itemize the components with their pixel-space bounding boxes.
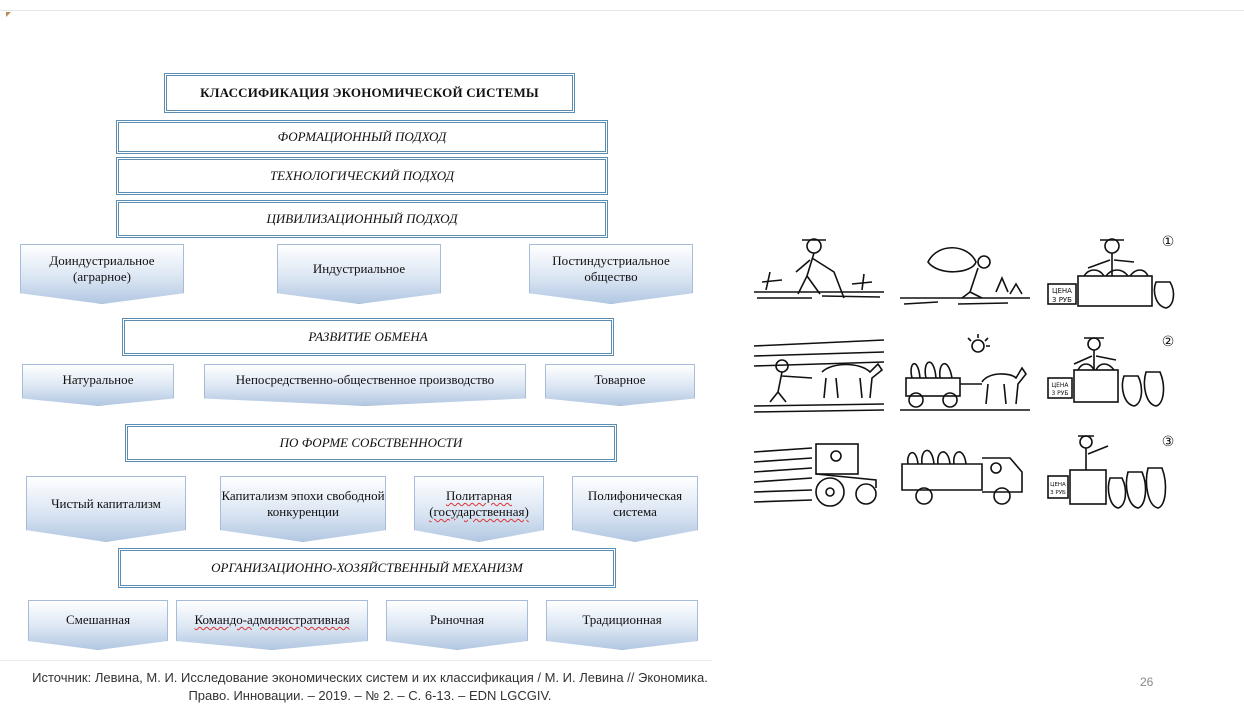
row-marker-2: ② <box>1162 334 1175 350</box>
page-number: 26 <box>1140 675 1154 689</box>
price-tag-value: 3 РУБ <box>1051 390 1068 397</box>
approach-technological: ТЕХНОЛОГИЧЕСКИЙ ПОДХОД <box>116 157 608 195</box>
exchange-direct-social: Непосредственно-общественное производств… <box>204 364 526 406</box>
price-tag-value: 3 РУБ <box>1050 490 1066 496</box>
mechanism-header: ОРГАНИЗАЦИОННО-ХОЗЯЙСТВЕННЫЙ МЕХАНИЗМ <box>118 548 616 588</box>
mechanism-command: Командо-административная <box>176 600 368 650</box>
ownership-header: ПО ФОРМЕ СОБСТВЕННОСТИ <box>125 424 617 462</box>
price-tag-label: ЦЕНА <box>1050 482 1066 488</box>
ownership-free-competition: Капитализм эпохи свободной конкуренции <box>220 476 386 542</box>
stage-preindustrial: Доиндустриальное (аграрное) <box>20 244 184 304</box>
approach-civilizational: ЦИВИЛИЗАЦИОННЫЙ ПОДХОД <box>116 200 608 238</box>
source-divider <box>0 660 712 661</box>
horse-cart-illustration <box>900 334 1030 411</box>
ownership-pure-capitalism: Чистый капитализм <box>26 476 186 542</box>
mechanism-traditional: Традиционная <box>546 600 698 650</box>
market-stall-many-sacks-illustration: ЦЕНА 3 РУБ ③ <box>1047 434 1175 509</box>
price-tag-value: 3 РУБ <box>1052 296 1072 304</box>
source-citation: Источник: Левина, М. И. Исследование эко… <box>32 670 708 703</box>
row-marker-1: ① <box>1162 234 1175 250</box>
row-marker-3: ③ <box>1162 434 1175 450</box>
exchange-commodity: Товарное <box>545 364 695 406</box>
market-stall-illustration: ЦЕНА 3 РУБ ① <box>1047 234 1175 309</box>
person-with-sack-illustration <box>900 247 1030 305</box>
exchange-natural: Натуральное <box>22 364 174 406</box>
stage-industrial: Индустриальное <box>277 244 441 304</box>
plowing-horse-illustration <box>753 339 885 413</box>
ownership-politarian-word: Политарная (государственная) <box>429 487 529 519</box>
stage-postindustrial: Постиндустриальное общество <box>529 244 693 304</box>
price-tag-label: ЦЕНА <box>1051 382 1069 389</box>
exchange-header: РАЗВИТИЕ ОБМЕНА <box>122 318 614 356</box>
corner-marker <box>6 12 11 17</box>
tractor-plowing-illustration <box>753 443 877 507</box>
farmer-digging-illustration <box>754 238 884 299</box>
truck-with-sacks-illustration <box>901 449 1023 505</box>
mechanism-mixed: Смешанная <box>28 600 168 650</box>
top-divider <box>0 10 1244 11</box>
ownership-politarian: Политарная (государственная) <box>414 476 544 542</box>
price-tag-label: ЦЕНА <box>1052 287 1072 295</box>
diagram-title: КЛАССИФИКАЦИЯ ЭКОНОМИЧЕСКОЙ СИСТЕМЫ <box>164 73 575 113</box>
ownership-polyphonic: Полифоническая система <box>572 476 698 542</box>
illustration-panel: ЦЕНА 3 РУБ ① <box>752 232 1180 514</box>
approach-formational: ФОРМАЦИОННЫЙ ПОДХОД <box>116 120 608 154</box>
market-stall-sacks-illustration: ЦЕНА 3 РУБ ② <box>1047 334 1175 407</box>
mechanism-market: Рыночная <box>386 600 528 650</box>
mechanism-command-word: Командо-административная <box>194 611 350 627</box>
